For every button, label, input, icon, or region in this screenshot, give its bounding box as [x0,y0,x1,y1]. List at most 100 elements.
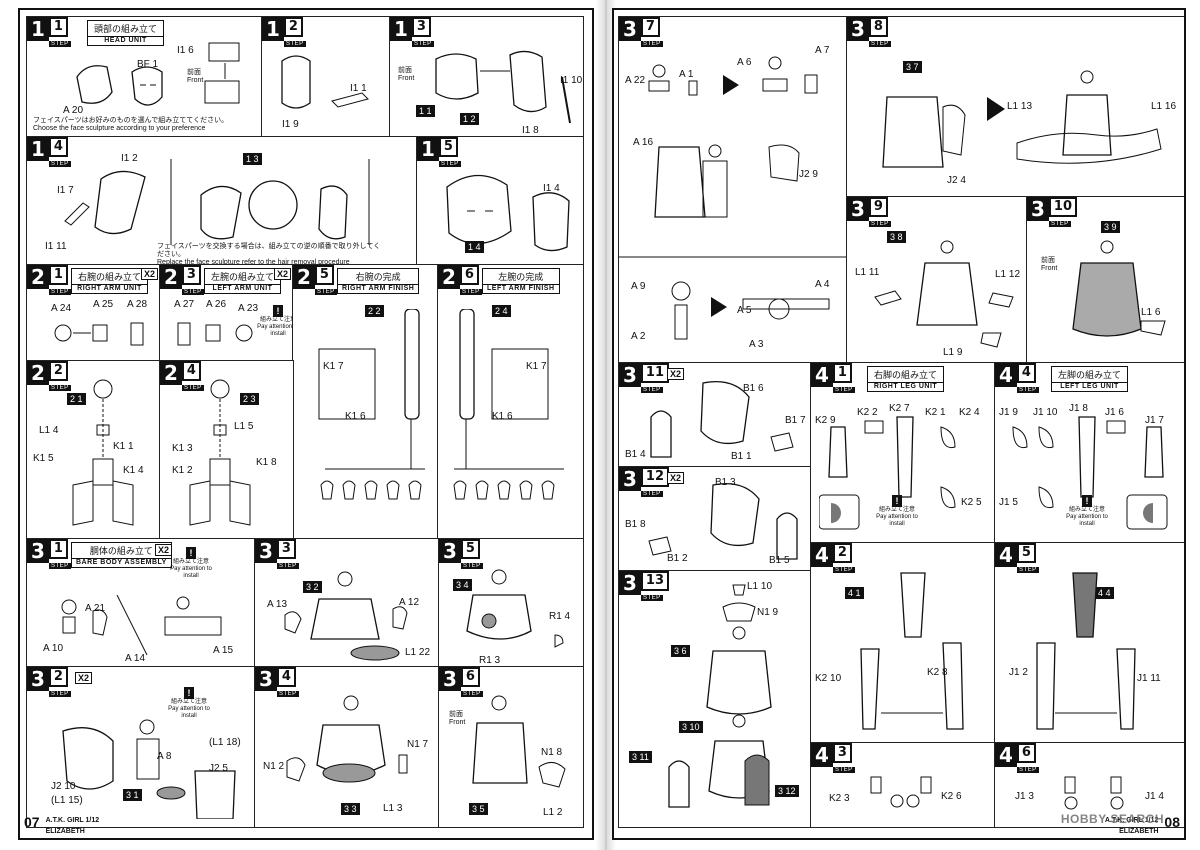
chest-part-illustration [648,482,798,560]
hair-bang-illustration [64,159,370,245]
part-label: I1 1 [350,83,367,94]
part-label: A 14 [125,653,146,664]
step-label: STEP [461,691,483,697]
part-label: I1 8 [522,125,539,136]
part-label: L1 10 [747,581,773,592]
part-label: N1 8 [541,747,563,758]
shoulder-parts-illustration [177,322,253,346]
step-label: STEP [284,41,306,47]
part-label: K1 5 [33,453,54,464]
part-label: A 9 [631,281,646,292]
step-label: STEP [1017,767,1039,773]
part-label: A 12 [399,597,420,608]
part-label: I1 4 [543,183,560,194]
part-label: K2 4 [959,407,980,418]
left-leg-assembly-illustration [1036,572,1136,730]
chest-part-illustration [650,380,794,458]
part-label: K1 3 [172,443,193,454]
x2-badge: X2 [273,268,291,280]
part-label: I1 2 [121,153,138,164]
left-arm-illustration [453,309,564,500]
torso-back-illustration [466,569,564,648]
part-label: J2 10 [51,781,76,792]
part-label: L1 16 [1151,101,1177,112]
step-label: STEP [49,289,71,295]
part-label: L1 9 [943,347,963,358]
part-label: A 10 [43,643,64,654]
hip-complete-illustration [1072,240,1166,337]
part-label: K2 3 [829,793,850,804]
step-label: STEP [49,563,71,569]
step-label: STEP [1017,567,1039,573]
part-label: J1 11 [1137,673,1161,684]
part-label: A 23 [238,303,259,314]
shoulder-parts-illustration [54,322,144,346]
step-label: STEP [641,41,663,47]
part-label: L1 13 [1007,101,1033,112]
part-label: K1 1 [113,441,134,452]
part-label: A 28 [127,299,148,310]
part-label: K2 10 [815,673,842,684]
part-label: L1 22 [405,647,431,658]
ref-label: 1 2 [460,113,479,125]
ref-label: 3 3 [341,803,360,815]
step-label: STEP [869,221,891,227]
step-label: STEP [182,385,204,391]
replace-note: フェイスパーツを交換する場合は、組み立ての逆の順番で取り外してください。Repl… [157,243,381,266]
step-label: STEP [641,387,663,393]
part-label: N1 9 [757,607,779,618]
part-label: B1 5 [769,555,790,566]
part-label: A 20 [63,105,84,116]
part-label: J1 10 [1033,407,1058,418]
head-complete-illustration [446,174,570,252]
part-label: A 1 [679,69,694,80]
watermark: HOBBY SEARCH [1060,812,1164,826]
footer-title: A.T.K. GIRL 1/12 [45,817,100,824]
step-label: STEP [833,767,855,773]
ref-label: 4 1 [845,587,864,599]
part-label: B1 8 [625,519,646,530]
torso-back-illustration [472,695,566,788]
ref-label: 3 2 [303,581,322,593]
part-label: J1 6 [1105,407,1124,418]
part-label: A 15 [213,645,234,656]
part-label: J1 7 [1145,415,1164,426]
part-label: R1 3 [479,655,501,666]
part-label: B1 4 [625,449,646,460]
part-label: A 3 [749,339,764,350]
part-label: A 8 [157,751,172,762]
hair-front-illustration [435,50,571,124]
page-number: 08 [1164,814,1180,830]
x2-badge: X2 [667,472,685,484]
part-label: J1 8 [1069,403,1088,414]
step-label: STEP [869,41,891,47]
